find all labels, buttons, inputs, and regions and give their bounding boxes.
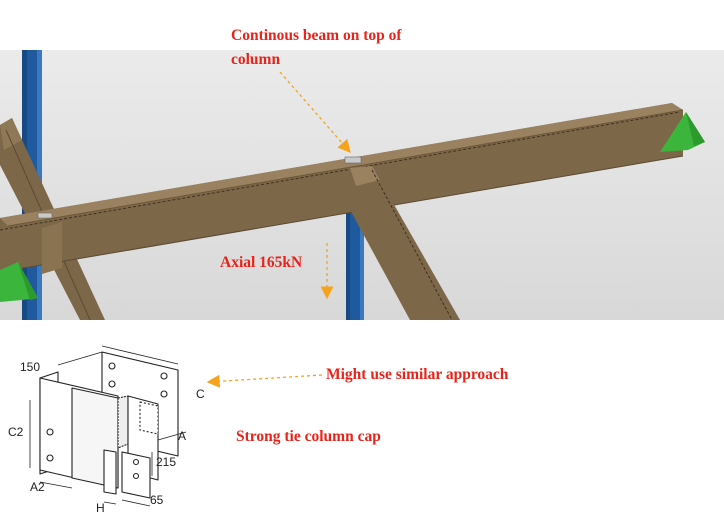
brace-right [348, 166, 460, 321]
dim-c: C [196, 387, 205, 401]
similar-approach-annotation: Might use similar approach [326, 366, 509, 383]
dim-a2: A2 [30, 480, 45, 494]
dim-a: A [178, 429, 186, 443]
dim-c2: C2 [8, 425, 24, 439]
dim-150: 150 [20, 360, 40, 374]
axial-load-annotation: Axial 165kN [220, 254, 303, 271]
dim-215: 215 [156, 455, 176, 469]
beam-annotation-line2: column [231, 51, 281, 68]
strong-tie-annotation: Strong tie column cap [236, 428, 381, 445]
support-right [660, 112, 705, 152]
dim-h: H [96, 501, 105, 515]
beam-annotation-line1: Continous beam on top of [231, 27, 402, 44]
dim-65: 65 [150, 493, 164, 507]
column-cap-drawing [29, 345, 187, 507]
beam-stub-left [42, 222, 62, 274]
similar-approach-arrow [206, 374, 323, 388]
joint-plate [344, 156, 362, 164]
continuous-beam [0, 103, 684, 273]
